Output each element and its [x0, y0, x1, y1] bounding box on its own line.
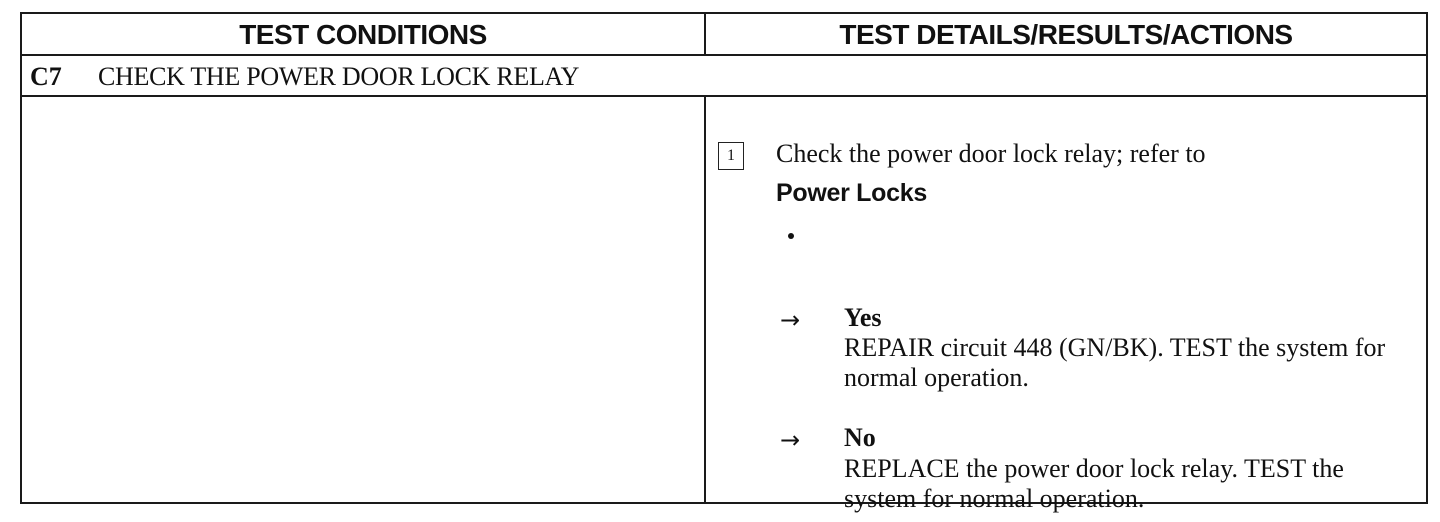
body-column-divider	[704, 97, 706, 502]
step-number-box: 1	[718, 142, 744, 170]
instruction-text: Check the power door lock relay; refer t…	[776, 139, 1206, 168]
header-column-divider	[704, 14, 706, 56]
header-test-conditions: TEST CONDITIONS	[239, 19, 487, 50]
bullet-icon	[788, 233, 794, 239]
step-id: C7	[30, 62, 62, 91]
yes-action-text: REPAIR circuit 448 (GN/BK). TEST the sys…	[844, 333, 1386, 392]
yes-label: Yes	[844, 303, 882, 332]
no-label: No	[844, 423, 876, 452]
test-details-cell: 1 Check the power door lock relay; refer…	[706, 97, 1426, 513]
table-header-row: TEST CONDITIONS TEST DETAILS/RESULTS/ACT…	[22, 14, 1426, 56]
step-title: CHECK THE POWER DOOR LOCK RELAY	[98, 62, 580, 91]
no-action-text: REPLACE the power door lock relay. TEST …	[844, 454, 1344, 513]
no-arrow-icon: →	[780, 426, 801, 454]
test-table: TEST CONDITIONS TEST DETAILS/RESULTS/ACT…	[20, 12, 1428, 513]
step-title-row: C7 CHECK THE POWER DOOR LOCK RELAY	[22, 56, 1426, 97]
header-test-details: TEST DETAILS/RESULTS/ACTIONS	[839, 19, 1293, 50]
reference-link[interactable]: Power Locks	[776, 179, 927, 207]
yes-arrow-icon: →	[780, 306, 801, 334]
